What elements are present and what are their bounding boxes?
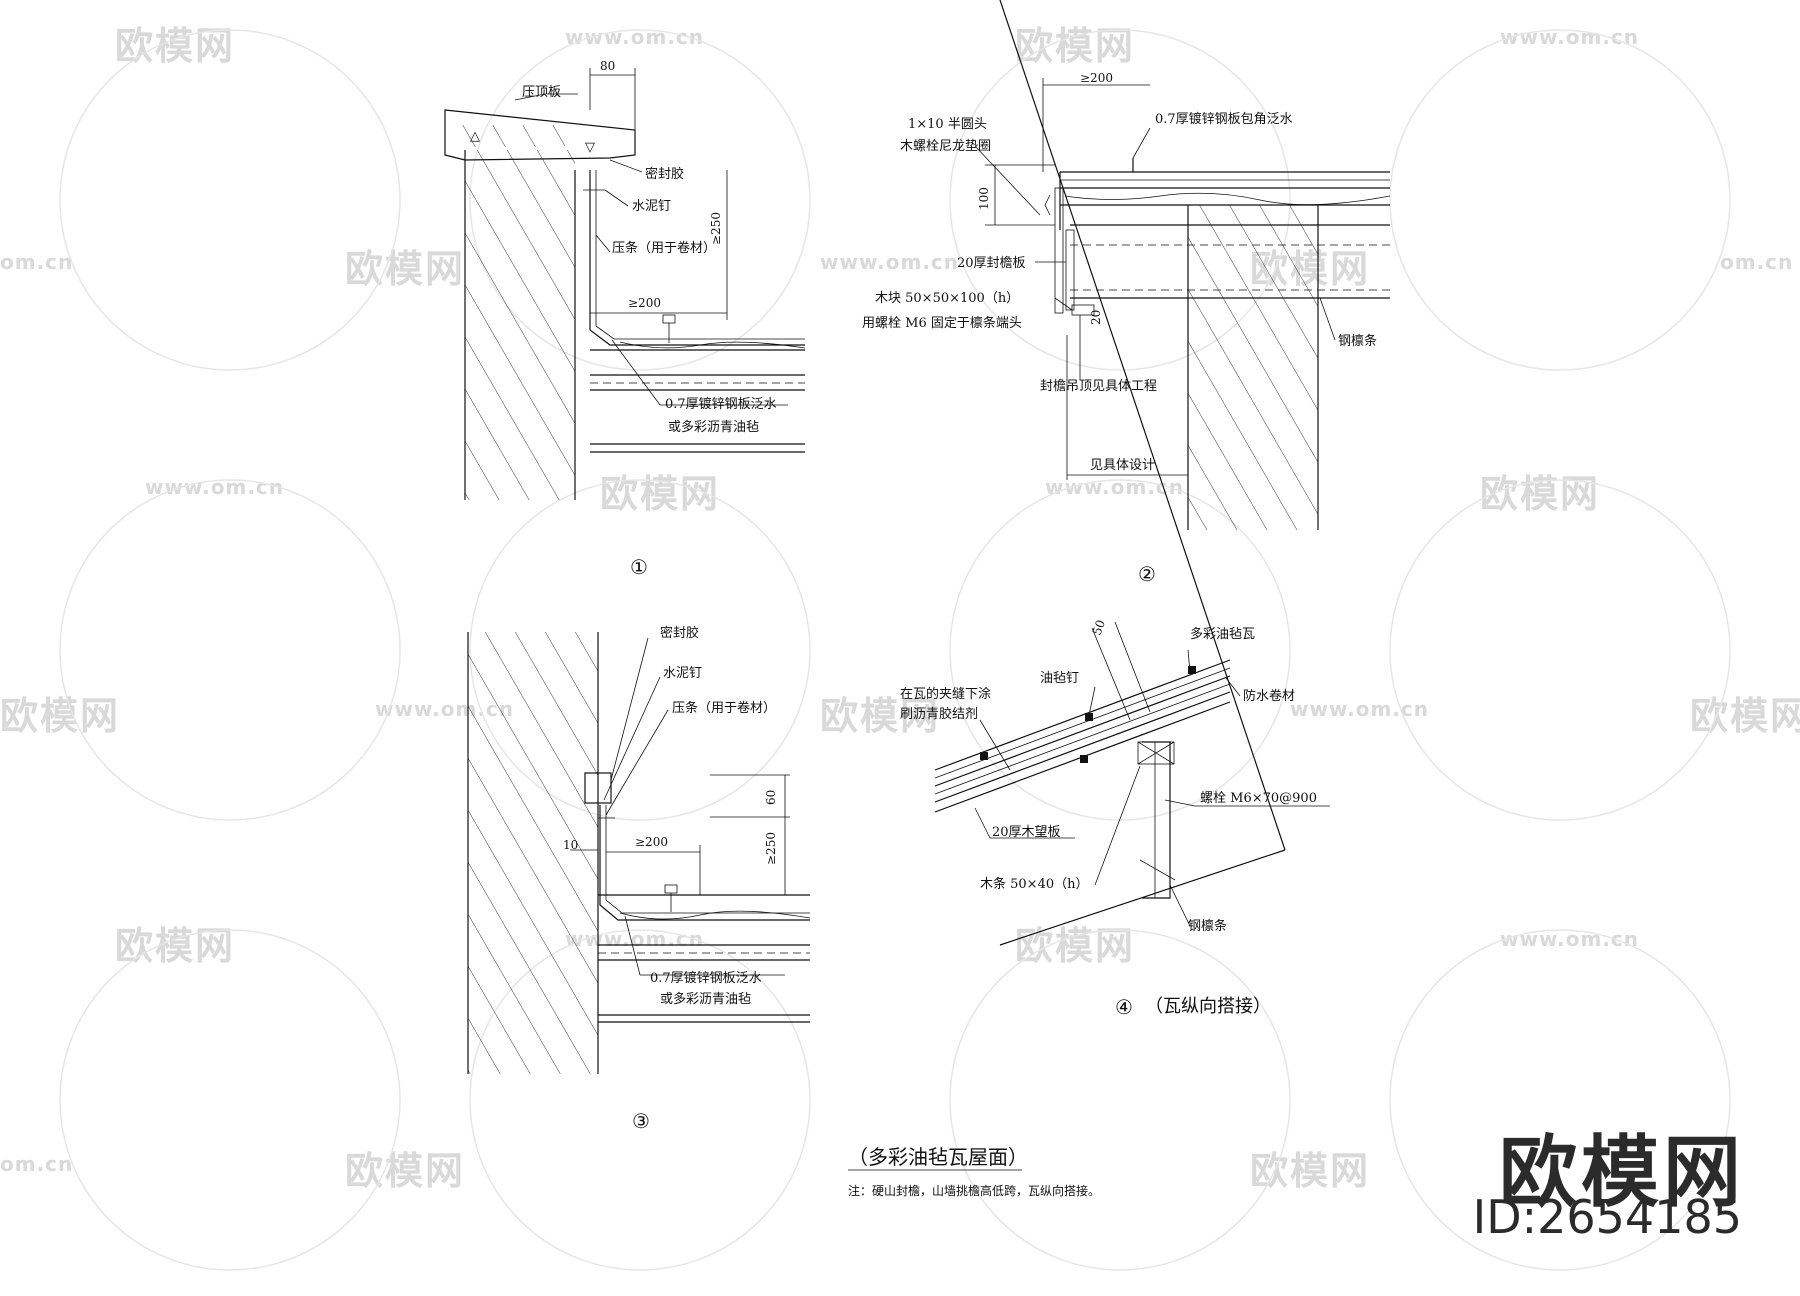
svg-text:△: △ — [470, 129, 480, 144]
watermark-logo: 欧模网 — [345, 1149, 466, 1193]
label-cap: 压顶板 — [522, 85, 561, 100]
detail-number: ④ — [1115, 995, 1133, 1019]
detail-1: △ ▽ 80 ≥250 ≥200 压顶板 密封胶 水泥钉 压条（用于卷材） — [444, 59, 806, 579]
label-strip: 压条（用于卷材） — [612, 240, 716, 256]
label-bolt: 螺栓 M6×70@900 — [1200, 791, 1317, 806]
wall-hatch — [465, 150, 575, 500]
watermark-url: www.om.cn — [565, 25, 705, 49]
svg-text:≥200: ≥200 — [628, 296, 661, 310]
label-nail: 水泥钉 — [632, 199, 671, 214]
watermark-url: om.cn — [0, 1152, 74, 1176]
watermark-logo: 欧模网 — [1015, 24, 1136, 68]
detail-title: （瓦纵向搭接） — [1145, 996, 1271, 1017]
label-felt-nail: 油毡钉 — [1040, 671, 1079, 686]
watermark-url: www.om.cn — [145, 475, 285, 499]
svg-text:20: 20 — [1089, 310, 1103, 325]
detail-number: ① — [630, 555, 648, 579]
detail-3: 60 ≥250 10 ≥200 密封胶 水泥钉 压条（用于卷材） 0.7厚镀锌钢… — [467, 625, 811, 1133]
svg-text:≥200: ≥200 — [635, 835, 668, 849]
wall-hatch — [1188, 205, 1318, 530]
label-adhesive-2: 刷沥青胶结剂 — [900, 706, 978, 722]
watermark-logo: 欧模网 — [1015, 924, 1136, 968]
watermark-logo: 欧模网 — [820, 694, 941, 738]
svg-text:60: 60 — [764, 790, 778, 805]
label-purlin: 钢檩条 — [1188, 918, 1227, 934]
label-flashing-alt: 或多彩沥青油毡 — [660, 991, 751, 1007]
label-bolt: 1×10 半圆头 — [908, 117, 987, 132]
brand-logo: 欧模网 — [1498, 1128, 1745, 1218]
label-flashing: 0.7厚镀锌钢板泛水 — [650, 970, 762, 986]
watermark-circles — [59, 29, 1731, 1271]
svg-text:10: 10 — [563, 838, 578, 852]
label-flashing: 0.7厚镀锌钢板包角泛水 — [1155, 111, 1293, 127]
label-flashing: 0.7厚镀锌钢板泛水 — [665, 396, 777, 412]
watermark-url: www.om.cn — [820, 250, 960, 274]
wall-hatch — [468, 632, 598, 1074]
watermark-url: www.om.cn — [1500, 25, 1640, 49]
label-soffit: 封檐吊顶见具体工程 — [1040, 379, 1157, 394]
label-sealant: 密封胶 — [660, 625, 699, 641]
label-sealant: 密封胶 — [645, 166, 684, 182]
svg-text:≥250: ≥250 — [764, 832, 778, 865]
label-flashing-alt: 或多彩沥青油毡 — [668, 419, 759, 435]
detail-2: ≥200 100 20 1×10 半圆头 木螺栓尼龙垫圈 0.7厚镀锌钢板包角泛… — [862, 71, 1391, 586]
watermark-url: www.om.cn — [1290, 697, 1430, 721]
watermark-logo: 欧模网 — [345, 247, 466, 291]
detail-number: ③ — [632, 1109, 650, 1133]
svg-text:≥250: ≥250 — [709, 212, 723, 245]
detail-number: ② — [1138, 562, 1156, 586]
detail-4: 50 多彩油毡瓦 油毡钉 在瓦的夹缝下涂 刷沥青胶结剂 防水卷材 螺栓 M6×7… — [900, 0, 1330, 1019]
label-fascia: 20厚封檐板 — [957, 256, 1026, 271]
watermark-url: om.cn — [0, 250, 74, 274]
watermark-logo: 欧模网 — [600, 472, 721, 516]
watermark-logo: 欧模网 — [1250, 1149, 1371, 1193]
label-fix: 用螺栓 M6 固定于檩条端头 — [862, 315, 1022, 331]
caption-title: （多彩油毡瓦屋面） — [848, 1145, 1028, 1169]
label-batten: 木条 50×40（h） — [980, 876, 1088, 892]
svg-text:50: 50 — [1090, 618, 1108, 637]
label-purlin: 钢檩条 — [1338, 333, 1377, 349]
label-bolt-washer: 木螺栓尼龙垫圈 — [900, 138, 991, 154]
svg-text:80: 80 — [600, 59, 615, 73]
label-adhesive: 在瓦的夹缝下涂 — [900, 686, 991, 702]
watermark-logo: 欧模网 — [1690, 694, 1800, 738]
label-tile: 多彩油毡瓦 — [1190, 626, 1255, 642]
label-strip: 压条（用于卷材） — [672, 700, 776, 716]
label-membrane: 防水卷材 — [1243, 688, 1295, 704]
label-board: 20厚木望板 — [992, 824, 1061, 840]
watermark-logo: 欧模网 — [0, 694, 121, 738]
caption-note: 注：硬山封檐，山墙挑檐高低跨，瓦纵向搭接。 — [848, 1183, 1100, 1198]
brand-id: ID:2654185 — [1472, 1190, 1742, 1244]
watermark-url: om.cn — [1720, 250, 1794, 274]
label-block: 木块 50×50×100（h） — [875, 291, 1019, 306]
svg-text:≥200: ≥200 — [1080, 71, 1113, 85]
label-nail: 水泥钉 — [663, 666, 702, 681]
label-design: 见具体设计 — [1090, 458, 1155, 473]
watermark-logo: 欧模网 — [1480, 472, 1601, 516]
svg-text:▽: ▽ — [585, 140, 595, 155]
svg-text:100: 100 — [977, 187, 991, 210]
